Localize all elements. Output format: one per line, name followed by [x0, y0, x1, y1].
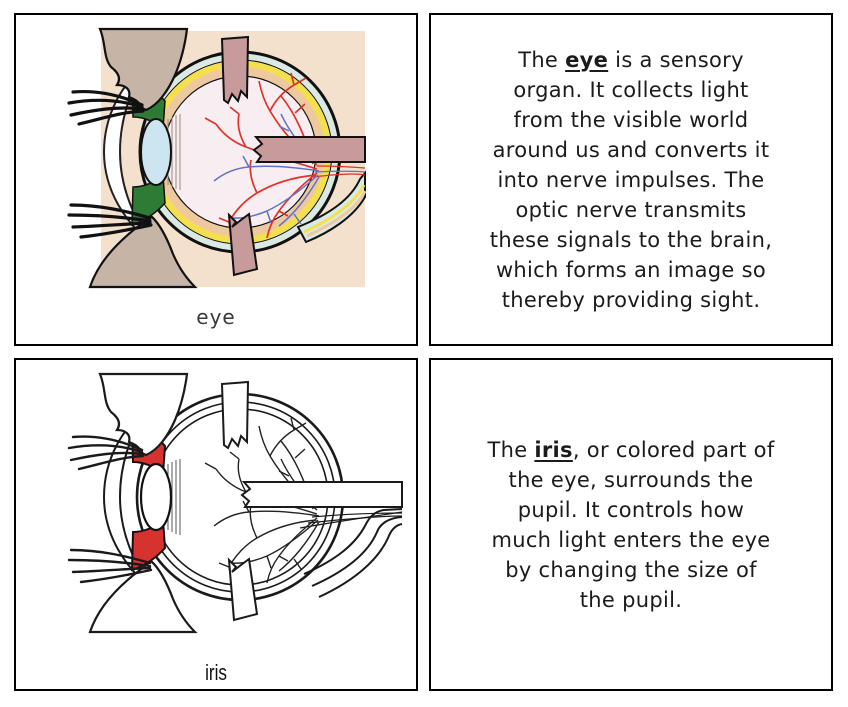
card-eye-description: The eye is a sensory organ. It collects … [429, 13, 833, 346]
card-iris-picture: iris [14, 358, 418, 691]
term-eye: eye [565, 47, 609, 72]
lens [140, 118, 172, 186]
optic-nerve [299, 508, 403, 598]
eye-card-label: eye [196, 304, 236, 329]
card-iris-description: The iris, or colored part of the eye, su… [429, 358, 833, 691]
lateral-muscle-band [240, 481, 403, 508]
lateral-muscle-band [252, 136, 366, 163]
card-eye-picture: eye [14, 13, 418, 346]
superior-muscle [221, 381, 249, 449]
optic-nerve [296, 170, 367, 244]
lens [139, 462, 173, 532]
eye-illustration [67, 27, 367, 289]
iris-illustration [67, 372, 403, 634]
eye-description-text: The eye is a sensory organ. It collects … [489, 47, 773, 312]
superior-muscle [221, 36, 249, 104]
term-iris: iris [534, 437, 573, 462]
iris-description-text: The iris, or colored part of the eye, su… [487, 437, 775, 612]
iris-card-label: iris [205, 659, 227, 685]
